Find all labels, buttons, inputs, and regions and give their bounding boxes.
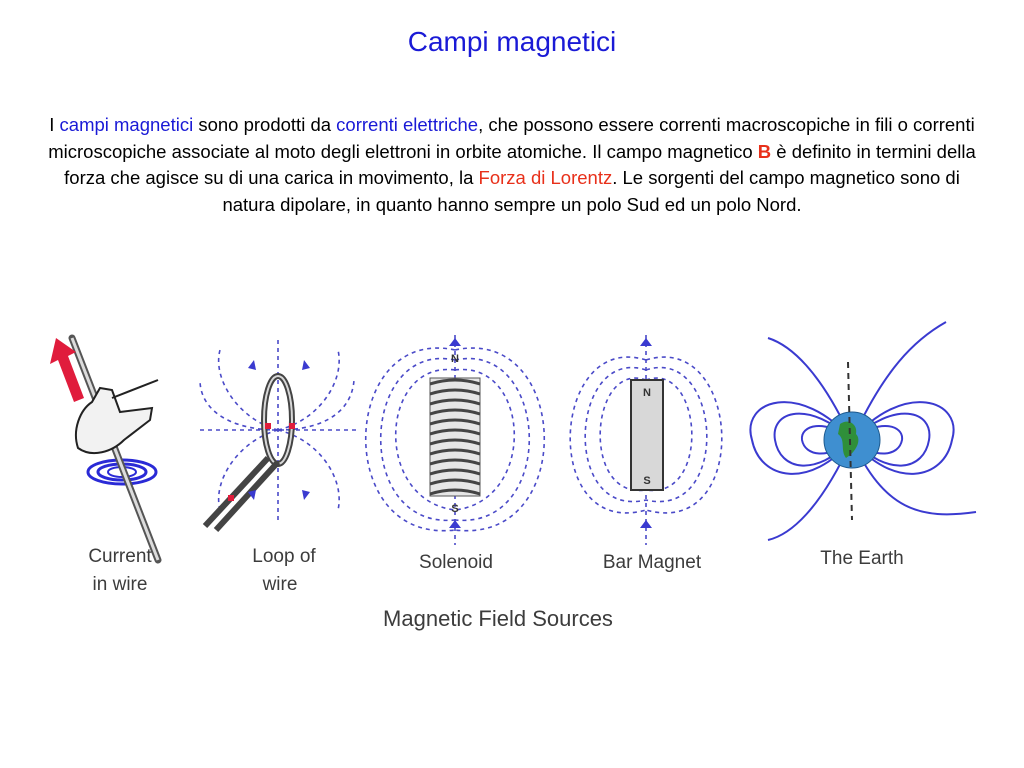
intro-paragraph: I campi magnetici sono prodotti da corre… [40,112,984,218]
link-correnti-elettriche[interactable]: correnti elettriche [336,114,479,135]
label-current-in-wire-line1: Current [88,546,152,567]
figure-caption: Magnetic Field Sources [383,606,613,631]
intro-text-5: . Le sorgenti del campo magnetico sono d… [222,167,960,215]
link-forza-di-lorentz[interactable]: Forza di Lorentz [478,167,613,188]
intro-text-1: I [49,114,60,135]
intro-text-4: è definito in termini della forza che ag… [64,140,976,189]
bar-magnet [630,379,664,491]
label-the-earth: The Earth [820,548,903,569]
solenoid-south-label: S [451,503,458,515]
link-campi-magnetici[interactable]: campi magnetici [59,114,194,135]
current-arrow-icon [50,338,84,402]
label-loop-of-wire-line2: wire [262,574,298,595]
bar-magnet-south-label: S [643,475,650,487]
bar-magnet-illustration: N S [569,335,723,545]
current-in-wire-illustration [50,334,162,564]
solenoid-illustration: N S [364,335,546,545]
intro-text-2: sono prodotti da [193,114,337,135]
bar-magnet-north-label: N [643,387,651,399]
label-bar-magnet: Bar Magnet [603,552,702,573]
symbol-b: B [757,140,772,162]
label-current-in-wire-line2: in wire [93,574,148,595]
page-title: Campi magnetici [407,26,617,57]
earth-illustration [749,321,977,541]
label-loop-of-wire-line1: Loop of [252,546,316,567]
label-solenoid: Solenoid [419,552,493,573]
solenoid-north-label: N [451,353,459,365]
intro-text-3: , che possono essere correnti macroscopi… [48,114,975,162]
loop-of-wire-illustration [199,340,356,533]
